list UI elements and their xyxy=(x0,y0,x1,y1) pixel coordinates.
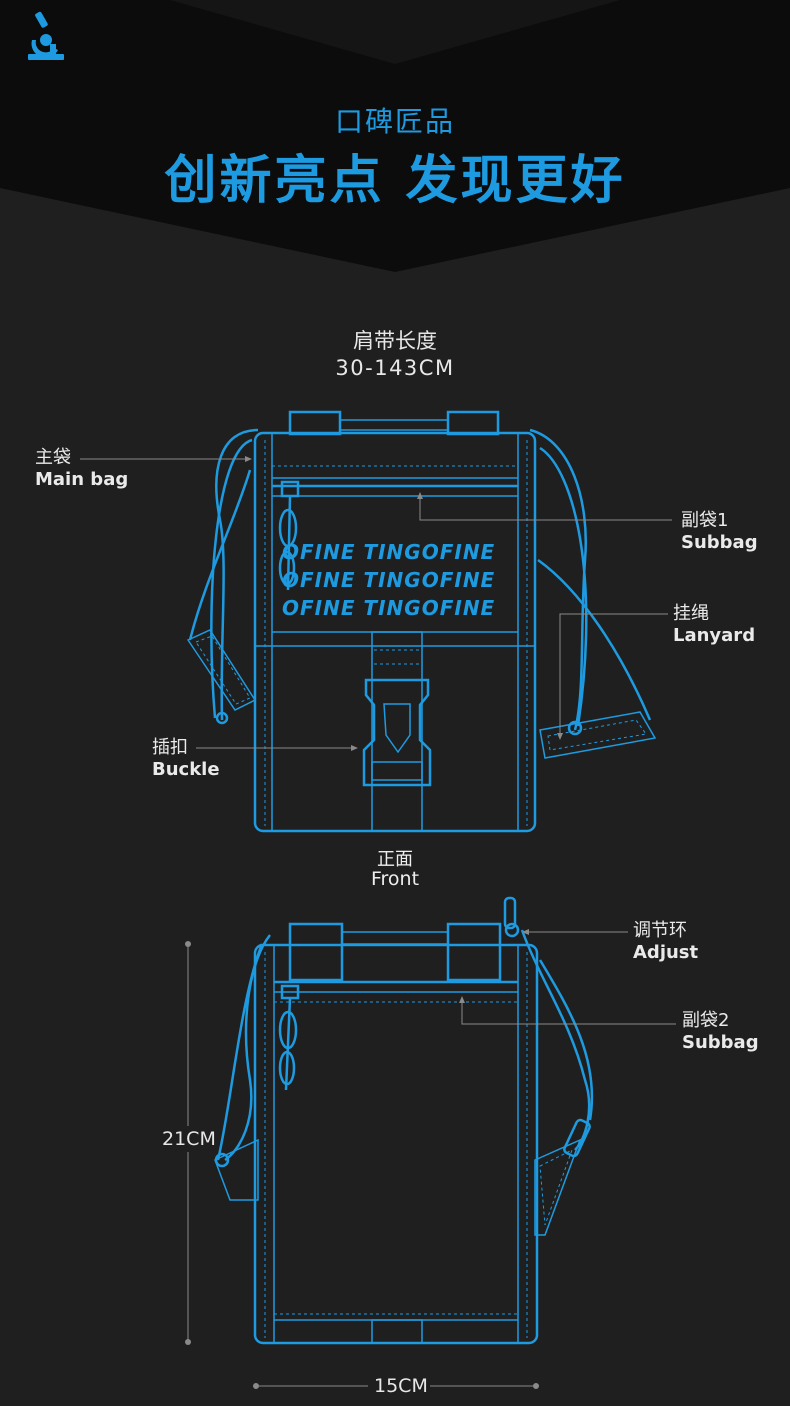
label-adjust-cn: 调节环 xyxy=(633,920,687,941)
label-subbag-2-cn: 副袋2 xyxy=(682,1010,730,1031)
label-main-bag: 主袋 Main bag xyxy=(35,447,128,491)
label-buckle-cn: 插扣 xyxy=(152,737,188,758)
brand-line-3: OFINE TINGOFINE xyxy=(282,596,495,620)
height-dimension: 21CM xyxy=(162,1128,216,1150)
brand-line-2: OFINE TINGOFINE xyxy=(282,568,495,592)
label-lanyard-en: Lanyard xyxy=(673,625,756,646)
label-subbag-2-en: Subbag xyxy=(682,1032,759,1053)
label-adjust: 调节环 Adjust xyxy=(633,920,698,964)
width-dimension: 15CM xyxy=(374,1375,428,1397)
front-caption-en: Front xyxy=(370,868,420,890)
label-subbag-1-cn: 副袋1 xyxy=(681,510,729,531)
front-callouts xyxy=(80,456,672,751)
front-bag: OFINE TINGOFINE OFINE TINGOFINE OFINE TI… xyxy=(186,410,657,833)
header-banner xyxy=(0,0,790,272)
back-callouts xyxy=(185,929,676,1389)
label-buckle: 插扣 Buckle xyxy=(152,737,220,781)
label-subbag-2: 副袋2 Subbag xyxy=(682,1010,759,1054)
strap-length-value: 30-143CM xyxy=(335,356,455,380)
label-adjust-en: Adjust xyxy=(633,942,699,963)
label-lanyard-cn: 挂绳 xyxy=(673,603,709,624)
front-caption-cn: 正面 xyxy=(377,849,413,870)
header-subtitle: 口碑匠品 xyxy=(334,105,455,138)
microscope-icon xyxy=(28,11,64,60)
label-subbag-1: 副袋1 Subbag xyxy=(681,510,758,554)
header-title: 创新亮点 发现更好 xyxy=(164,151,626,211)
strap-length-label: 肩带长度 xyxy=(353,329,437,353)
label-main-bag-cn: 主袋 xyxy=(35,447,71,468)
brand-line-1: OFINE TINGOFINE xyxy=(282,540,495,564)
label-lanyard: 挂绳 Lanyard xyxy=(673,603,755,647)
back-bag xyxy=(214,896,594,1345)
label-buckle-en: Buckle xyxy=(152,759,220,780)
label-subbag-1-en: Subbag xyxy=(681,532,758,553)
label-main-bag-en: Main bag xyxy=(35,469,129,490)
